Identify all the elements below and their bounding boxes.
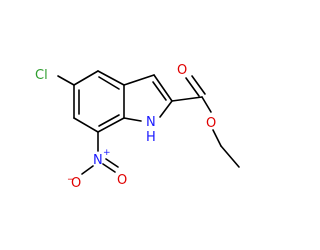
bond-n-o-double-b xyxy=(105,158,119,168)
ring-nitrogen-hydrogen-label: H xyxy=(146,130,156,145)
bond-c3a-c3 xyxy=(123,74,155,86)
bond-c5-cl xyxy=(57,75,75,86)
bond-carbonyl-o-b xyxy=(191,75,206,95)
ester-ether-oxygen-label: O xyxy=(206,116,216,131)
nitro-nitrogen-label: N xyxy=(93,153,103,168)
bond-c7-c7a xyxy=(97,117,125,133)
bond-c3a-c4-inner xyxy=(98,76,120,90)
bond-carbonyl-c-ether-o xyxy=(201,96,212,113)
chlorine-atom-label: Cl xyxy=(35,68,48,83)
nitro-oxygen-minus-label: O xyxy=(71,176,81,191)
bond-carbonyl-o-a xyxy=(185,77,200,97)
bond-n1-c7a xyxy=(123,117,142,122)
ring-nitrogen-label: N xyxy=(146,115,156,130)
ester-carbonyl-oxygen-label: O xyxy=(177,63,187,78)
nitro-oxygen-minus-charge: − xyxy=(67,175,75,185)
molecule-canvas: Cl N H N + O − O O O xyxy=(35,63,240,191)
nitro-nitrogen-charge: + xyxy=(103,148,111,158)
bond-c6-c7 xyxy=(73,117,99,133)
nitro-oxygen-double-label: O xyxy=(117,173,127,188)
bond-c4-c5 xyxy=(73,70,99,86)
bond-c7-c7a-inner xyxy=(98,114,120,127)
bond-c2-carbonyl-c xyxy=(171,96,203,102)
bond-c3a-c4 xyxy=(97,70,125,86)
bond-c3-c2 xyxy=(153,74,173,102)
bond-c3-c2-inner xyxy=(152,81,167,101)
bond-n-o-double-a xyxy=(102,163,116,173)
molecule-structure: Cl N H N + O − O O O xyxy=(35,63,240,191)
bond-c2-n1 xyxy=(159,100,173,118)
bond-ch2-ch3 xyxy=(220,145,240,168)
bond-ether-o-ch2 xyxy=(212,129,222,147)
bond-n-o-minus xyxy=(81,165,94,175)
